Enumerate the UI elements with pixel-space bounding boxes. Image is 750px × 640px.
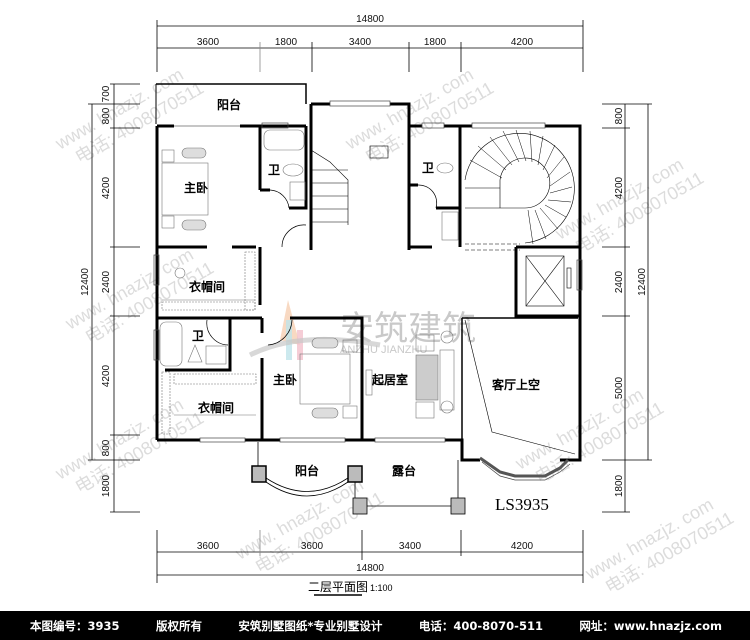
lower-balconies bbox=[251, 442, 466, 515]
dim-top-total: 14800 bbox=[356, 14, 384, 25]
room-labels: 阳台 主卧 卫 卫 衣帽间 卫 衣帽间 主卧 起居室 客厅上空 阳台 露台 bbox=[184, 97, 540, 478]
drawing-title: 二层平面图 bbox=[308, 580, 368, 594]
label-closet-2: 衣帽间 bbox=[198, 400, 234, 415]
drawing-code: LS3935 bbox=[495, 495, 549, 514]
windows bbox=[153, 100, 583, 481]
spiral-stair bbox=[464, 129, 575, 251]
svg-text:12400: 12400 bbox=[637, 268, 648, 296]
dim-bottom-4: 4200 bbox=[511, 541, 534, 552]
label-closet-1: 衣帽间 bbox=[189, 279, 225, 294]
svg-text:2400: 2400 bbox=[101, 270, 112, 293]
label-living-room: 起居室 bbox=[371, 372, 408, 387]
dimensions-bottom bbox=[156, 530, 584, 583]
furniture bbox=[159, 129, 459, 435]
label-master-bedroom-1: 主卧 bbox=[184, 180, 208, 195]
dim-top-4: 1800 bbox=[424, 37, 447, 48]
footer-website: 网址：www.hnazjz.com bbox=[579, 618, 722, 633]
elevator bbox=[525, 255, 572, 307]
drawing-scale: 1:100 bbox=[370, 583, 393, 593]
label-bath-3: 卫 bbox=[192, 329, 204, 343]
dimensions-right bbox=[602, 103, 652, 513]
svg-text:4200: 4200 bbox=[101, 176, 112, 199]
label-bath-1: 卫 bbox=[268, 163, 280, 177]
svg-text:1800: 1800 bbox=[614, 474, 625, 497]
svg-text:700: 700 bbox=[101, 85, 112, 102]
dim-bottom-total: 14800 bbox=[356, 563, 384, 574]
straight-stair bbox=[310, 145, 389, 225]
label-balcony-bottom: 阳台 bbox=[295, 463, 319, 478]
label-terrace: 露台 bbox=[392, 463, 416, 478]
dim-bottom-3: 3400 bbox=[399, 541, 422, 552]
dim-top-3: 3400 bbox=[349, 37, 372, 48]
dimensions-top bbox=[156, 20, 584, 72]
dim-bottom-2: 3600 bbox=[301, 541, 324, 552]
dimensions-left bbox=[88, 83, 140, 513]
footer-copyright: 版权所有 bbox=[155, 618, 202, 633]
doors bbox=[174, 125, 437, 346]
svg-text:800: 800 bbox=[614, 107, 625, 124]
dim-left-labels: 700 800 4200 2400 4200 800 1800 12400 bbox=[80, 85, 112, 497]
footer-phone: 电话：400-8070-511 bbox=[418, 618, 543, 633]
footer-drawing-no: 本图编号：3935 bbox=[30, 618, 120, 633]
logo-cn-text: 安筑建筑 bbox=[340, 309, 476, 349]
svg-text:800: 800 bbox=[101, 439, 112, 456]
logo-en-text: ANZHU JIANZHU bbox=[340, 344, 427, 356]
label-bath-2: 卫 bbox=[422, 161, 434, 175]
svg-text:4200: 4200 bbox=[614, 176, 625, 199]
svg-text:2400: 2400 bbox=[614, 270, 625, 293]
walls bbox=[155, 83, 582, 462]
label-balcony-top: 阳台 bbox=[217, 97, 241, 112]
svg-text:800: 800 bbox=[101, 107, 112, 124]
dim-top-5: 4200 bbox=[511, 37, 534, 48]
label-master-bedroom-2: 主卧 bbox=[273, 372, 297, 387]
svg-text:1800: 1800 bbox=[101, 474, 112, 497]
svg-text:12400: 12400 bbox=[80, 268, 91, 296]
dim-top-1: 3600 bbox=[197, 37, 220, 48]
footer-bar: 本图编号：3935 版权所有 安筑别墅图纸*专业别墅设计 电话：400-8070… bbox=[0, 611, 750, 640]
footer-slogan: 安筑别墅图纸*专业别墅设计 bbox=[238, 618, 383, 633]
svg-text:4200: 4200 bbox=[101, 364, 112, 387]
void-lines bbox=[464, 319, 576, 455]
dim-top-2: 1800 bbox=[275, 37, 298, 48]
dim-bottom-1: 3600 bbox=[197, 541, 220, 552]
svg-text:5000: 5000 bbox=[614, 376, 625, 399]
label-living-void: 客厅上空 bbox=[491, 377, 540, 392]
dim-right-labels: 800 4200 2400 5000 1800 12400 bbox=[614, 107, 648, 497]
